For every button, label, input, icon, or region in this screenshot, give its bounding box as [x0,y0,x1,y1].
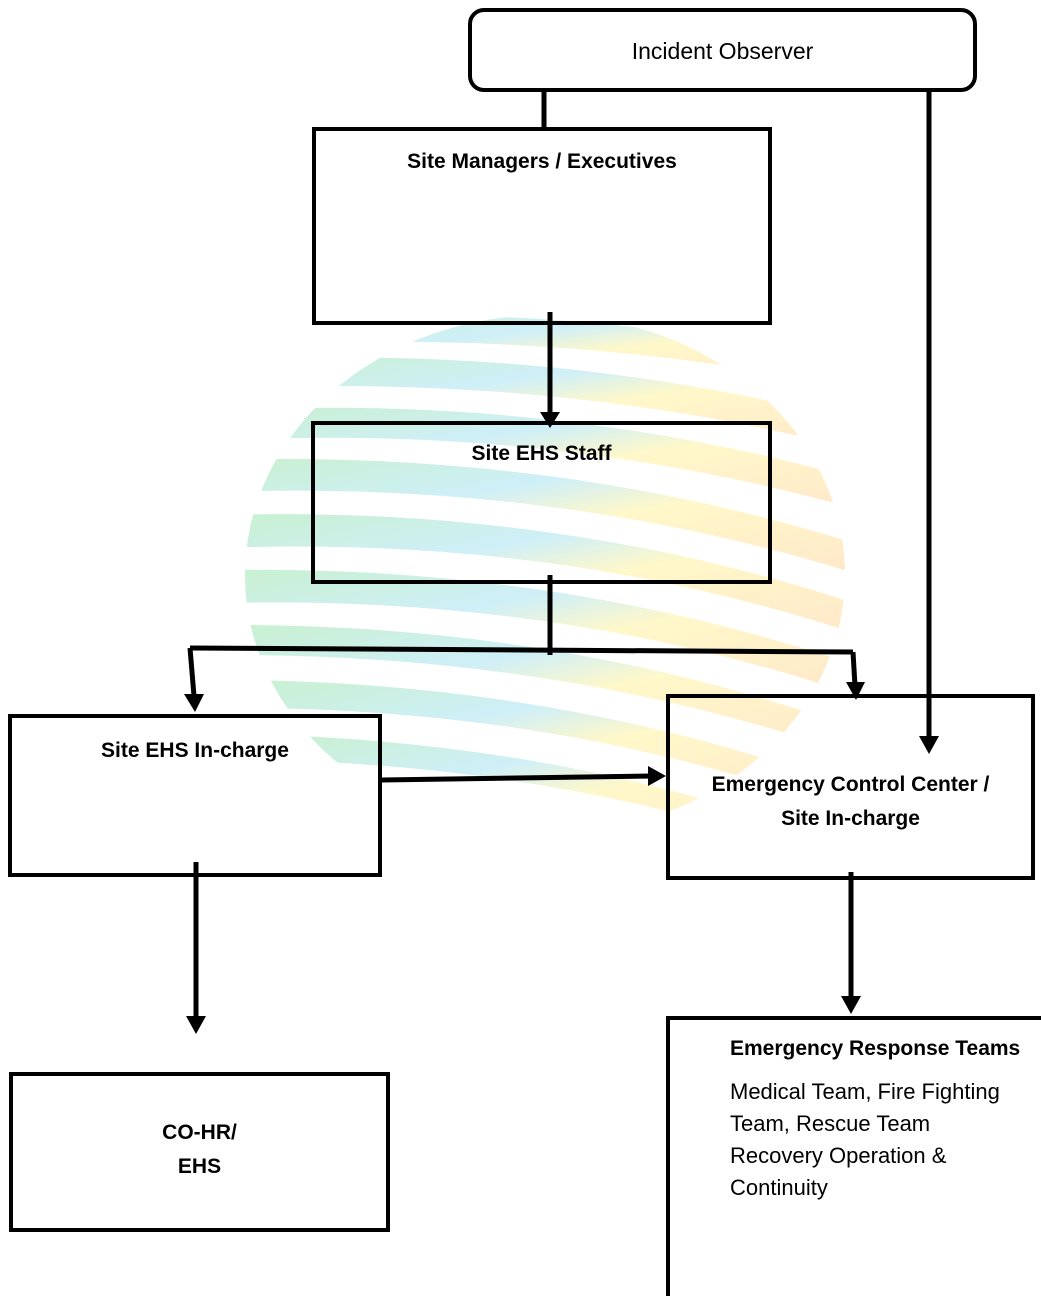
edge-branch-ecc [850,651,858,687]
node-site-ehs-staff: Site EHS Staff [311,421,772,584]
arrowhead-ehs-incharge [184,694,204,712]
edge-branch-ehs-incharge [187,647,197,697]
node-incident-observer-label: Incident Observer [631,38,814,64]
node-site-ehs-incharge: Site EHS In-charge [8,714,382,877]
node-emergency-response-teams-label: Emergency Response Teams [730,1037,1021,1060]
ert-body-line: Continuity [730,1175,828,1200]
edge-ehs-incharge-ecc [381,773,653,783]
ert-body-line: Team, Rescue Team [730,1111,931,1136]
node-site-managers-label: Site Managers / Executives [407,150,677,173]
node-emergency-control-center: Emergency Control Center / Site In-charg… [666,694,1035,880]
arrowhead-ehs-incharge-ecc [648,766,666,786]
arrowhead-cohr [186,1016,206,1034]
node-co-hr-ehs: CO-HR/ EHS [9,1072,390,1232]
ert-body-line: Recovery Operation & [730,1143,947,1168]
edge-branch-horizontal [189,645,854,655]
node-site-ehs-incharge-label: Site EHS In-charge [101,739,289,762]
node-site-managers: Site Managers / Executives [312,127,772,325]
node-emergency-control-center-label: Emergency Control Center / Site In-charg… [711,773,990,830]
arrowhead-managers [540,412,560,428]
node-site-ehs-staff-label: Site EHS Staff [471,442,612,465]
arrowhead-ert [841,996,861,1014]
arrowhead-branch-ecc [846,682,865,700]
node-co-hr-ehs-label: CO-HR/ EHS [162,1121,237,1178]
node-emergency-response-teams: Emergency Response Teams Medical Team, F… [666,1016,1041,1296]
node-emergency-response-teams-body: Medical Team, Fire Fighting Team, Rescue… [730,1076,1041,1204]
arrowhead-observer-ecc [919,736,939,754]
node-incident-observer: Incident Observer [468,8,977,92]
ert-body-line: Medical Team, Fire Fighting [730,1079,1000,1104]
